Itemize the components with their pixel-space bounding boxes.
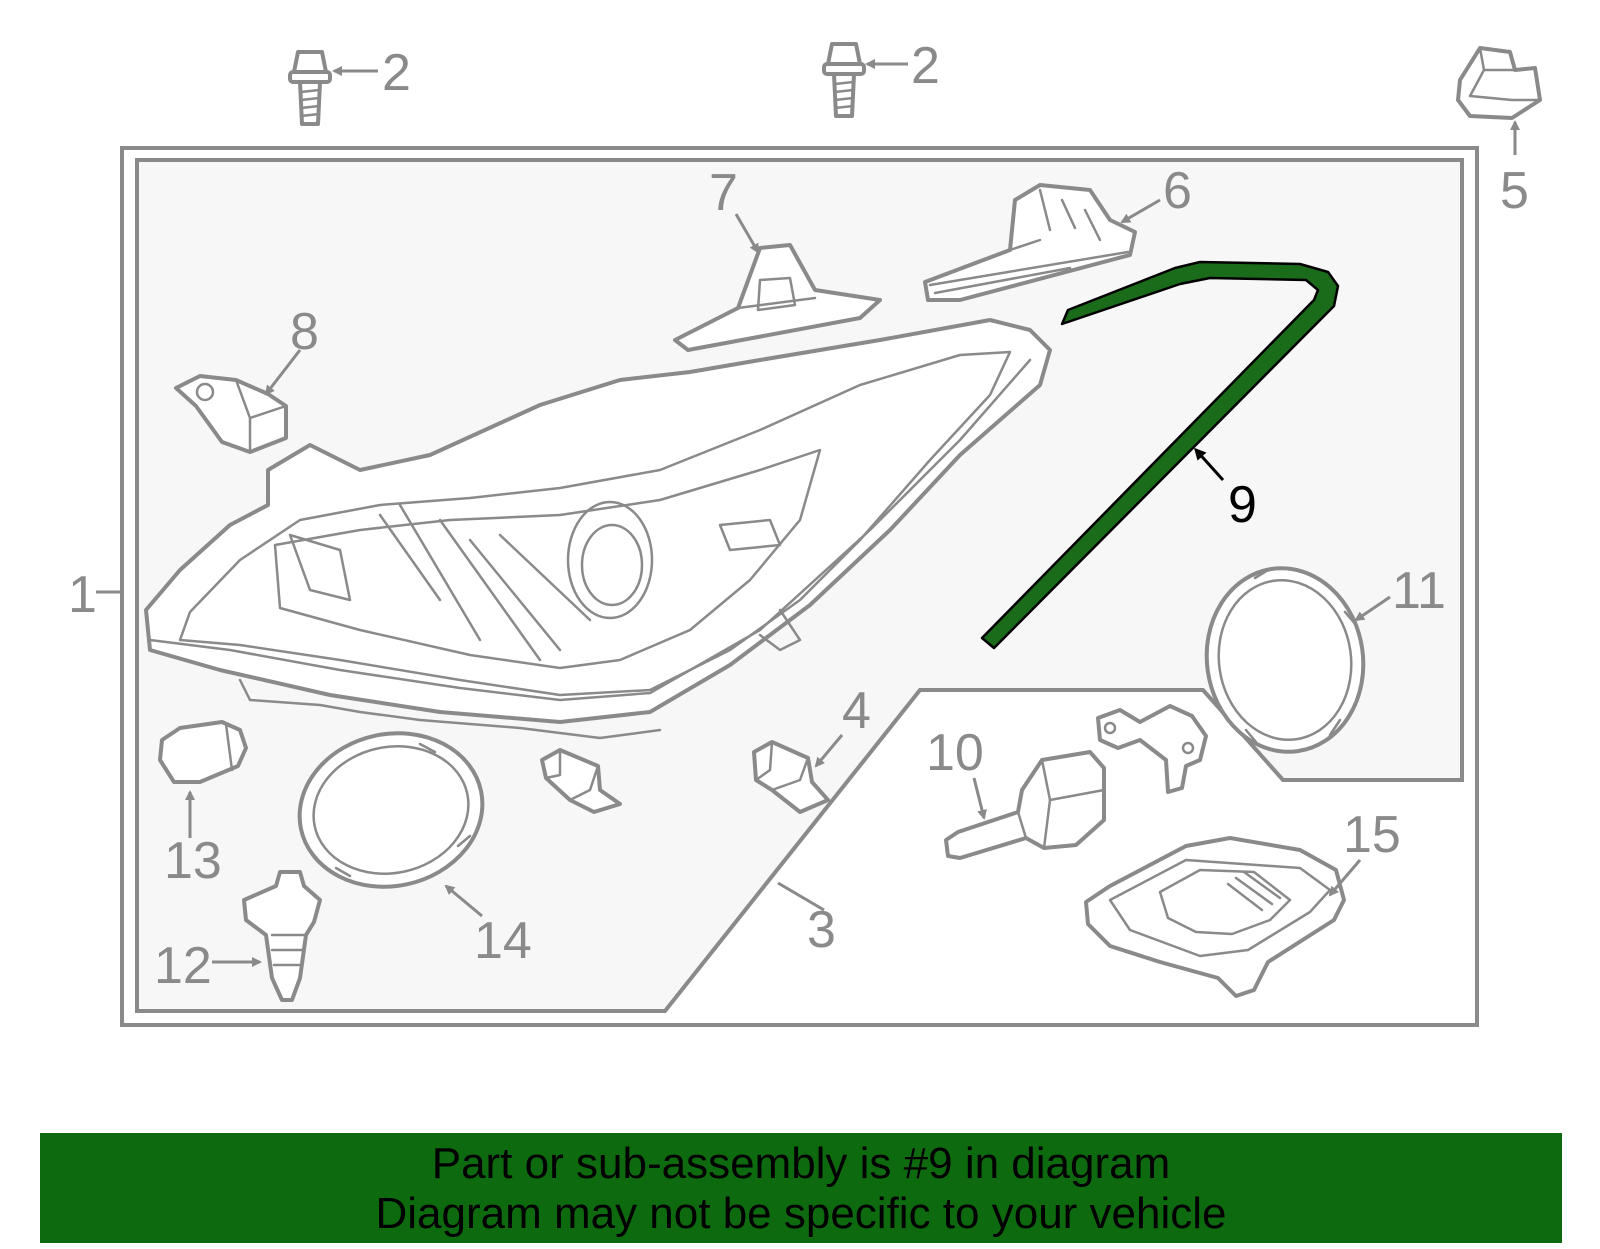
- cover-part-14[interactable]: [285, 717, 497, 904]
- bracket-part-7[interactable]: [673, 243, 882, 352]
- assembly-frame-outer: [120, 146, 1479, 1027]
- cover-part-11[interactable]: [1195, 558, 1375, 762]
- bracket-part-8[interactable]: [174, 374, 288, 454]
- callout-14: 14: [474, 912, 532, 970]
- bulb-bracket: [1096, 704, 1208, 794]
- info-banner: Part or sub-assembly is #9 in diagram Di…: [40, 1133, 1562, 1243]
- callout-13: 13: [164, 832, 222, 890]
- callout-2-left: 2: [382, 44, 411, 102]
- xenon-bulb-part-10[interactable]: [944, 750, 1106, 860]
- callout-12: 12: [154, 937, 212, 995]
- clip-part-5[interactable]: [1456, 46, 1542, 120]
- bracket-part-6[interactable]: [923, 183, 1137, 302]
- callout-5: 5: [1500, 162, 1529, 220]
- banner-line-2: Diagram may not be specific to your vehi…: [375, 1189, 1227, 1238]
- headlamp-assembly-part-1[interactable]: [144, 318, 1052, 740]
- callout-7: 7: [709, 164, 738, 222]
- bulb-part-12[interactable]: [242, 870, 322, 1002]
- banner-line-1: Part or sub-assembly is #9 in diagram: [431, 1139, 1171, 1188]
- seal-part-9[interactable]: [980, 260, 1340, 650]
- bolt-part-2-right[interactable]: [822, 42, 866, 118]
- bulb-part-13[interactable]: [158, 720, 248, 784]
- callout-4: 4: [842, 682, 871, 740]
- callout-1: 1: [68, 566, 97, 624]
- callout-15: 15: [1343, 806, 1401, 864]
- callout-2-right: 2: [911, 37, 940, 95]
- ballast-part-15[interactable]: [1084, 836, 1346, 998]
- callout-11: 11: [1392, 562, 1446, 620]
- callout-3: 3: [807, 901, 836, 959]
- callout-10: 10: [926, 724, 984, 782]
- callout-9: 9: [1228, 476, 1257, 534]
- bolt-part-2-left[interactable]: [288, 50, 332, 126]
- clip-part-4[interactable]: [752, 740, 830, 814]
- callout-6: 6: [1163, 162, 1192, 220]
- clip-small: [540, 748, 622, 814]
- callout-8: 8: [290, 303, 319, 361]
